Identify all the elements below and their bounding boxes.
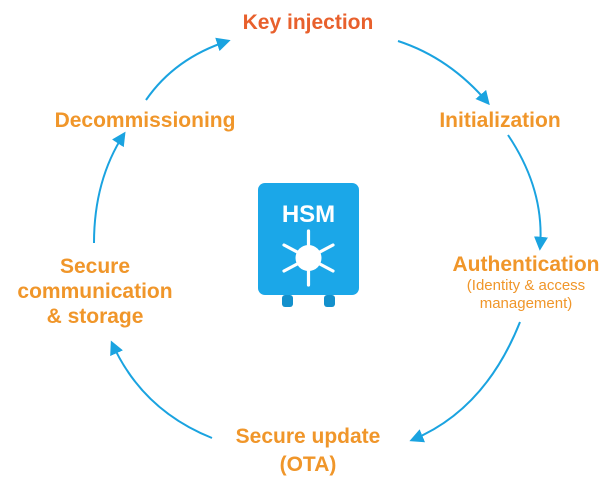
arrow-keyinjection-to-initialization [397, 40, 490, 106]
stage-secure-update: Secure update (OTA) [208, 423, 408, 479]
stage-authentication-label: Authentication [452, 253, 600, 276]
stage-authentication-sub-line2: management) [479, 295, 573, 312]
stage-decommissioning-label: Decommissioning [54, 109, 236, 132]
arrow-authentication-to-secure-update [409, 321, 521, 443]
stage-secure-communication: Secure communication & storage [4, 254, 186, 329]
arrow-secure-update-to-secure-communication [110, 340, 213, 439]
stage-initialization-label: Initialization [439, 109, 561, 132]
stage-secure-communication-line3: & storage [46, 305, 144, 328]
stage-secure-communication-line2: communication [17, 280, 173, 303]
arrow-decommissioning-to-keyinjection [145, 37, 231, 101]
arrow-secure-communication-to-decommissioning [93, 131, 126, 244]
lock-dial-icon [282, 229, 335, 287]
stage-initialization: Initialization [410, 108, 590, 133]
stage-key-injection: Key injection [208, 10, 408, 35]
stage-authentication: Authentication (Identity & access manage… [436, 252, 616, 313]
stage-decommissioning: Decommissioning [30, 108, 260, 133]
stage-secure-update-line1: Secure update [235, 425, 381, 448]
stage-secure-communication-line1: Secure [59, 255, 131, 278]
stage-authentication-sub-line1: (Identity & access [466, 277, 586, 294]
hsm-label: HSM [282, 201, 335, 228]
arrow-initialization-to-authentication [507, 134, 548, 251]
stage-secure-update-line2: (OTA) [279, 453, 337, 476]
stage-key-injection-label: Key injection [242, 11, 374, 34]
hsm-safe-icon: HSM [258, 183, 359, 307]
